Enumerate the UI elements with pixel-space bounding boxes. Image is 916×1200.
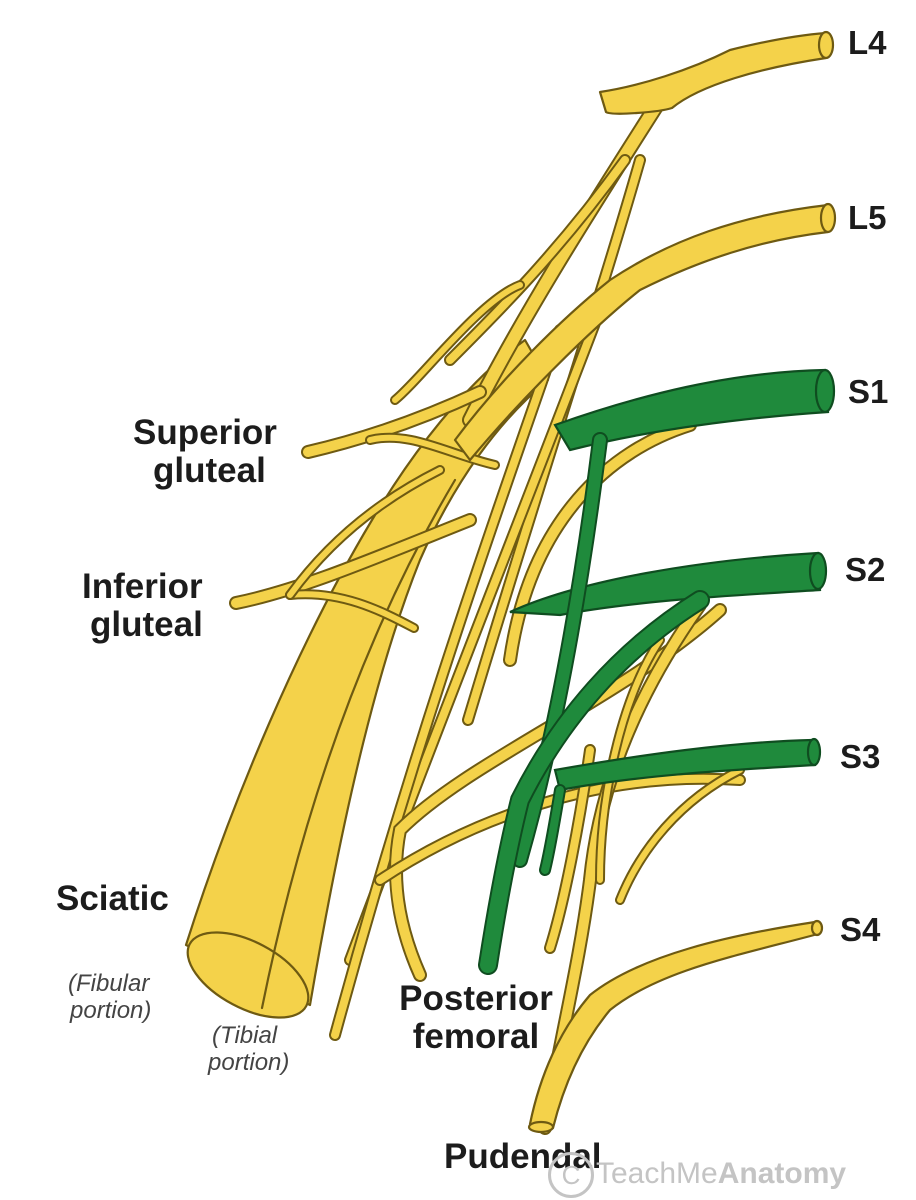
label-inferior-gluteal-line1: Inferior: [82, 568, 232, 606]
label-l4: L4: [848, 24, 887, 62]
label-posterior-femoral: Posterior femoral: [386, 980, 566, 1056]
watermark-text-bold: Anatomy: [718, 1157, 846, 1190]
label-superior-gluteal-line2: gluteal: [133, 452, 301, 490]
label-inferior-gluteal: Inferior gluteal: [82, 568, 232, 644]
label-fibular-portion-line1: (Fibular: [66, 970, 151, 997]
label-l5: L5: [848, 199, 887, 237]
label-sciatic: Sciatic: [56, 880, 169, 918]
label-s2: S2: [845, 551, 885, 589]
label-superior-gluteal-line1: Superior: [133, 414, 301, 452]
watermark-text-light: TeachMe: [596, 1157, 718, 1190]
label-posterior-femoral-line2: femoral: [386, 1018, 566, 1056]
label-s1: S1: [848, 373, 888, 411]
label-tibial-portion-line2: portion): [208, 1049, 289, 1076]
copyright-icon: C: [548, 1152, 594, 1198]
label-fibular-portion-line2: portion): [66, 997, 151, 1024]
label-posterior-femoral-line1: Posterior: [386, 980, 566, 1018]
label-s3: S3: [840, 738, 880, 776]
label-tibial-portion: (Tibial portion): [208, 1022, 289, 1076]
label-superior-gluteal: Superior gluteal: [133, 414, 301, 490]
label-tibial-portion-line1: (Tibial: [208, 1022, 289, 1049]
label-inferior-gluteal-line2: gluteal: [82, 606, 232, 644]
label-s4: S4: [840, 911, 880, 949]
label-fibular-portion: (Fibular portion): [66, 970, 151, 1024]
